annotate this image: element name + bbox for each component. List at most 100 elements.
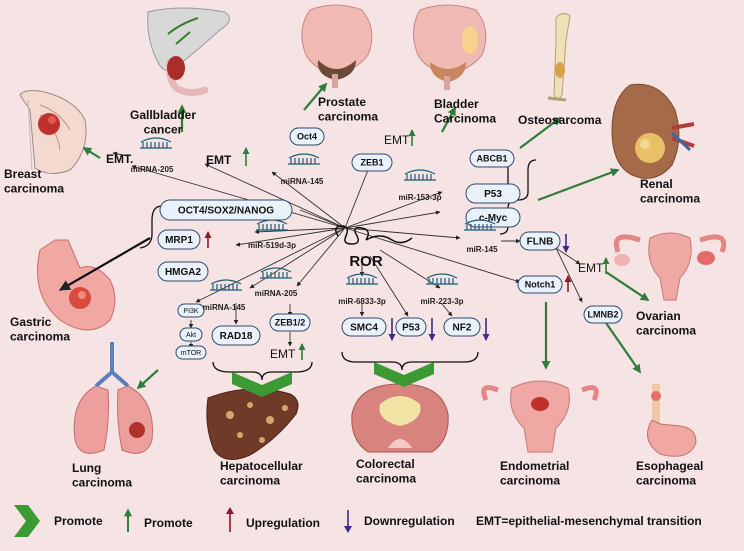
box-abcb1: ABCB1 <box>469 149 515 168</box>
mir-519d-3p-hairpin-icon <box>256 219 288 231</box>
mir-153-3p-hairpin-icon <box>404 169 436 181</box>
lung-illustration <box>73 342 153 454</box>
mir-145-flnb: miR-145 <box>464 219 498 254</box>
box-nf2-shape <box>443 317 481 337</box>
kidney-illustration <box>611 83 695 179</box>
box-hmga2-shape <box>157 261 209 282</box>
box-flnb-label: FLNB <box>527 237 554 248</box>
box-akt-label: Akt <box>186 332 196 339</box>
promote-emt-liver-arrow <box>298 343 306 360</box>
mirna-145-liver: miRNA-145 <box>203 279 246 312</box>
box-rad18: RAD18 <box>211 325 261 346</box>
box-nf2: NF2 <box>443 317 481 337</box>
mir-6833-3p-hairpin-icon <box>346 273 378 285</box>
box-p53-colorectal-label: P53 <box>402 323 420 334</box>
prostate-illustration <box>301 4 373 88</box>
mirna-205-liver-hairpin-icon <box>260 267 292 279</box>
emt-ovarian-label: EMT <box>578 261 604 275</box>
box-rad18-shape <box>211 325 261 346</box>
mir-223-3p: miR-223-3p <box>420 273 464 306</box>
box-oct4-sox2-nanog-shape <box>159 199 293 221</box>
mir-519d-3p: miR-519d-3p <box>248 219 296 250</box>
mir-223-3p-label: miR-223-3p <box>420 297 463 306</box>
box-lmnb2-shape <box>583 305 623 324</box>
box-mtor-shape <box>175 345 207 360</box>
box-p53-renal: P53 <box>465 183 521 204</box>
mirna-205-breast: miRNA-205 <box>131 137 174 174</box>
mir-223-3p-hairpin-icon <box>426 273 458 285</box>
box-zeb1-shape <box>351 153 393 172</box>
box-mrp1-shape <box>157 229 201 250</box>
mirna-145-prostate: miRNA-145 <box>281 153 324 186</box>
mirna-hairpins: miRNA-205 miRNA-145 miR-153-3p miR-519d-3p m… <box>131 137 498 312</box>
box-pi3k-shape <box>177 303 205 318</box>
box-akt-shape <box>179 327 203 342</box>
box-zeb1: ZEB1 <box>351 153 393 172</box>
mirna-145-prostate-label: miRNA-145 <box>281 177 324 186</box>
mir-6833-3p-label: miR-6833-3p <box>338 297 386 306</box>
colon-illustration <box>351 383 449 453</box>
ovary-illustration <box>613 232 727 301</box>
bladder-illustration <box>413 4 487 90</box>
box-oct4-shape <box>289 127 325 146</box>
mir-6833-3p: miR-6833-3p <box>338 273 386 306</box>
promote-emt-gallbladder-arrow <box>242 147 250 166</box>
mir-519d-3p-label: miR-519d-3p <box>248 241 296 250</box>
box-pi3k: PI3K <box>177 303 205 318</box>
box-cmyc-label: c-Myc <box>479 213 508 224</box>
mir-153-3p-label: miR-153-3p <box>398 193 441 202</box>
box-akt: Akt <box>179 327 203 342</box>
box-mrp1: MRP1 <box>157 229 201 250</box>
box-hmga2: HMGA2 <box>157 261 209 282</box>
breast-illustration <box>19 90 87 174</box>
promote-emt-bladder-arrow <box>408 129 416 146</box>
legend-downregulation-label: Downregulation <box>364 514 455 528</box>
emt-gallbladder-label: EMT <box>206 153 232 167</box>
emt-bladder-label: EMT <box>384 133 410 147</box>
box-smc4-shape <box>341 317 387 337</box>
mir-153-3p: miR-153-3p <box>398 169 442 202</box>
mir-145-flnb-hairpin-icon <box>464 219 496 231</box>
box-zeb12-shape <box>269 313 311 332</box>
liver-illustration <box>206 388 299 460</box>
box-p53-colorectal: P53 <box>395 317 427 337</box>
box-p53-renal-shape <box>465 183 521 204</box>
box-mrp1-label: MRP1 <box>165 235 193 246</box>
esophagus-illustration <box>647 384 697 457</box>
mirna-205-liver-label: miRNA-205 <box>255 289 298 298</box>
legend-emt-definition: EMT=epithelial-mesenchymal transition <box>476 514 702 528</box>
box-smc4: SMC4 <box>341 317 387 337</box>
osteosarcoma-label: Osteosarcoma <box>518 113 602 127</box>
box-zeb12-label: ZEB1/2 <box>275 318 306 328</box>
downregulation-flnb-arrow <box>562 234 570 253</box>
box-flnb-shape <box>519 231 561 251</box>
mirna-145-liver-hairpin-icon <box>210 279 242 291</box>
box-abcb1-label: ABCB1 <box>476 154 507 164</box>
box-lmnb2-label: LMNB2 <box>588 310 619 320</box>
mirna-145-prostate-hairpin-icon <box>288 153 320 165</box>
legend-upregulation-label: Upregulation <box>246 516 320 530</box>
bone-illustration <box>547 12 571 102</box>
box-rad18-label: RAD18 <box>220 331 253 342</box>
uterus-illustration <box>481 380 599 453</box>
mirna-205-breast-label: miRNA-205 <box>131 165 174 174</box>
box-oct4-sox2-nanog-label: OCT4/SOX2/NANOG <box>178 206 274 217</box>
upregulation-notch1-arrow <box>564 275 572 292</box>
regulation-arrows <box>204 129 610 360</box>
promote-chevrons <box>14 362 434 537</box>
mirna-205-breast-hairpin-icon <box>140 137 172 149</box>
gallbladder-illustration <box>147 7 230 97</box>
box-mtor-label: mTOR <box>181 350 201 357</box>
ror-lncrna-icon <box>335 225 413 245</box>
emt-breast-label: EMT. <box>106 152 133 166</box>
mirna-145-liver-label: miRNA-145 <box>203 303 246 312</box>
stomach-illustration <box>37 239 116 331</box>
